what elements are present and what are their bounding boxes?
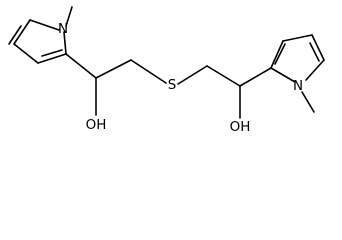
- bond: [95, 59, 132, 79]
- bond: [41, 49, 63, 57]
- bond: [206, 65, 241, 87]
- bond: [305, 59, 325, 81]
- bond: [239, 67, 272, 87]
- hydroxyl-label-left: OH: [86, 117, 107, 133]
- bond: [130, 59, 167, 84]
- structural-formula-diagram: N N S OH OH: [8, 6, 325, 135]
- bond: [65, 53, 97, 79]
- bond: [311, 34, 325, 61]
- right-pyrrole-ring: [270, 34, 325, 113]
- left-pyrrole-ring: [8, 6, 73, 64]
- bond: [270, 40, 284, 69]
- right-side-chain: [177, 65, 272, 119]
- bond: [13, 19, 31, 45]
- n-methyl-bond-right: [301, 91, 315, 113]
- bond: [63, 31, 67, 55]
- bond: [309, 42, 320, 62]
- left-side-chain: [65, 53, 167, 116]
- bond: [177, 65, 208, 85]
- bond: [270, 67, 296, 83]
- bond: [37, 53, 67, 64]
- bond: [13, 43, 39, 64]
- nitrogen-label-right: N: [293, 78, 303, 94]
- bond: [274, 43, 286, 65]
- bond: [8, 25, 22, 45]
- nitrogen-label-left: N: [58, 21, 68, 37]
- sulfur-label: S: [168, 77, 177, 93]
- bond: [29, 19, 60, 31]
- n-methyl-bond-left: [65, 6, 73, 27]
- bond: [282, 34, 313, 42]
- hydroxyl-label-right: OH: [230, 119, 251, 135]
